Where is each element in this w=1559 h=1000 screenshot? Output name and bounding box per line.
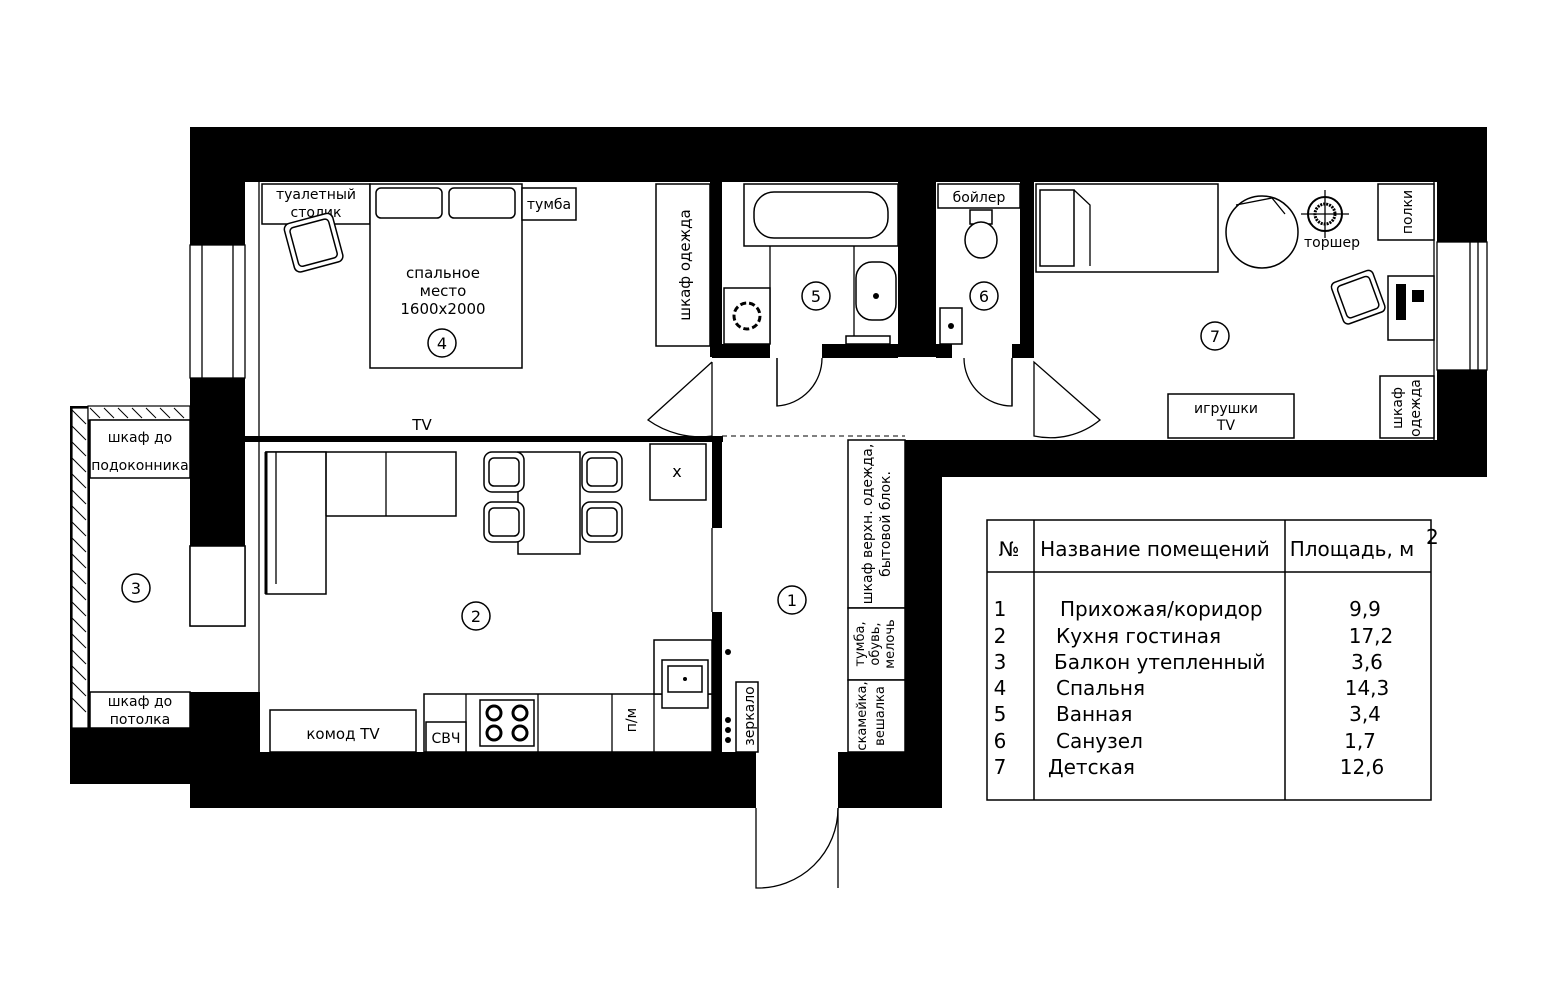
- svg-text:5: 5: [994, 702, 1007, 726]
- floor-lamp-icon: [1301, 190, 1349, 238]
- wardrobe-kids-label-1: шкаф: [1390, 387, 1406, 429]
- balcony-cab-bottom-label-1: шкаф до: [108, 694, 173, 710]
- armchair-icon: [283, 212, 344, 273]
- x-mark: х: [672, 462, 681, 481]
- hall-shoes-label-1: тумба,: [853, 621, 868, 666]
- room-area-table: № Название помещений Площадь, м 2 1 Прих…: [986, 519, 1439, 801]
- hallway: 1 шкаф верхн. одежда, бытовой блок. тумб…: [725, 439, 906, 753]
- boiler-label: бойлер: [953, 190, 1006, 206]
- cooktop-icon: [479, 699, 535, 747]
- floor-lamp-label: торшер: [1304, 235, 1360, 251]
- tv-label: TV: [411, 416, 432, 434]
- svg-text:2: 2: [994, 624, 1007, 648]
- bedroom: туалетный столик спальное место 1600х200…: [261, 183, 711, 434]
- table-row: 5 Ванная 3,4: [994, 702, 1381, 726]
- svg-text:14,3: 14,3: [1345, 676, 1390, 700]
- sink-icon: [661, 659, 709, 709]
- table-header-number: №: [999, 537, 1020, 561]
- svg-text:3: 3: [994, 650, 1007, 674]
- bathroom: 5: [723, 183, 899, 345]
- kitchen-living: х 2 комод TV СВЧ п/м: [264, 443, 713, 753]
- table-header-name: Название помещений: [1040, 537, 1270, 561]
- dresser-label: комод TV: [306, 725, 380, 743]
- hall-wardrobe-label-2: бытовой блок.: [878, 471, 894, 577]
- bed-label-3: 1600х2000: [400, 300, 485, 318]
- hall-bench-label-1: скамейка,: [855, 681, 870, 750]
- bed-label-1: спальное: [406, 264, 480, 282]
- svg-text:1,7: 1,7: [1344, 729, 1376, 753]
- balcony-cab-top-label-2: подоконника: [91, 458, 188, 474]
- svg-text:4: 4: [994, 676, 1007, 700]
- walls: [70, 127, 1487, 808]
- toys-label-1: игрушки: [1194, 401, 1258, 417]
- svg-text:Спальня: Спальня: [1056, 676, 1145, 700]
- chair-icon: [483, 501, 525, 543]
- svg-text:Детская: Детская: [1048, 755, 1135, 779]
- svg-text:3,4: 3,4: [1349, 702, 1381, 726]
- svg-text:17,2: 17,2: [1349, 624, 1394, 648]
- svg-text:Балкон утепленный: Балкон утепленный: [1054, 650, 1265, 674]
- doors: [646, 357, 1102, 889]
- svg-text:Ванная: Ванная: [1056, 702, 1132, 726]
- chair-icon: [581, 451, 623, 493]
- wardrobe-bedroom-label: шкаф одежда: [676, 209, 694, 320]
- room-5-number: 5: [811, 287, 821, 306]
- svg-text:7: 7: [994, 755, 1007, 779]
- room-7-number: 7: [1210, 327, 1220, 346]
- table-row: 4 Спальня 14,3: [994, 676, 1390, 700]
- hall-wardrobe-label-1: шкаф верхн. одежда,: [860, 444, 876, 605]
- shelves-label: полки: [1400, 190, 1416, 234]
- table-row: 2 Кухня гостиная 17,2: [994, 624, 1394, 648]
- desk-chair-icon: [1330, 269, 1386, 325]
- room-4-number: 4: [437, 334, 447, 353]
- hall-shoes-label-3: мелочь: [883, 619, 898, 668]
- table-row: 1 Прихожая/коридор 9,9: [994, 597, 1381, 621]
- kids-room: торшер полки 7 игрушки TV шкаф одежда: [1035, 183, 1435, 439]
- table-header-area-sup: 2: [1426, 525, 1439, 549]
- svg-text:Санузел: Санузел: [1056, 729, 1143, 753]
- wardrobe-kids-label-2: одежда: [1408, 379, 1424, 437]
- chair-icon: [483, 451, 525, 493]
- chair-icon: [581, 501, 623, 543]
- svg-text:12,6: 12,6: [1340, 755, 1385, 779]
- room-3-number: 3: [131, 579, 141, 598]
- wc: бойлер 6: [937, 183, 1021, 345]
- balcony-cab-bottom-label-2: потолка: [110, 712, 170, 728]
- bed-label-2: место: [420, 282, 467, 300]
- dishwasher-label: п/м: [624, 708, 640, 732]
- hall-bench-label-2: вешалка: [873, 686, 888, 746]
- balcony-cab-top-label-1: шкаф до: [108, 430, 173, 446]
- vanity-label-1: туалетный: [276, 187, 356, 203]
- hall-shoes-label-2: обувь,: [868, 622, 883, 665]
- svg-text:Прихожая/коридор: Прихожая/коридор: [1060, 597, 1263, 621]
- svg-text:1: 1: [994, 597, 1007, 621]
- balcony: шкаф до подоконника 3 шкаф до потолка: [89, 419, 246, 729]
- table-row: 3 Балкон утепленный 3,6: [994, 650, 1383, 674]
- microwave-label: СВЧ: [432, 731, 461, 747]
- room-6-number: 6: [979, 287, 989, 306]
- svg-text:6: 6: [994, 729, 1007, 753]
- table-row: 6 Санузел 1,7: [994, 729, 1376, 753]
- mirror-label: зеркало: [742, 686, 758, 746]
- room-1-number: 1: [787, 591, 797, 610]
- balcony-railing: [71, 405, 191, 729]
- svg-text:Кухня гостиная: Кухня гостиная: [1056, 624, 1221, 648]
- room-2-number: 2: [471, 607, 481, 626]
- nightstand-label: тумба: [527, 197, 571, 213]
- svg-text:3,6: 3,6: [1351, 650, 1383, 674]
- table-header-area: Площадь, м: [1290, 537, 1415, 561]
- table-row: 7 Детская 12,6: [994, 755, 1385, 779]
- toys-label-2: TV: [1216, 418, 1236, 434]
- svg-text:9,9: 9,9: [1349, 597, 1381, 621]
